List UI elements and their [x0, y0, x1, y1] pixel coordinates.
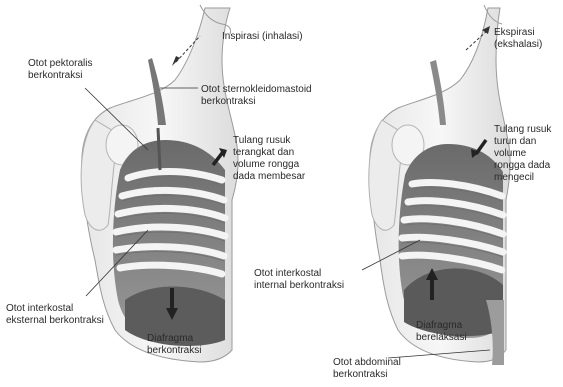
- label-sternocleidomastoid: Otot sternokleidomastoid berkontraksi: [201, 84, 312, 108]
- label-ribs-lower: Tulang rusuk turun dan volume rongga dad…: [494, 124, 551, 184]
- label-abdominal: Otot abdominal berkontraksi: [333, 357, 401, 381]
- label-internal-intercostal: Otot interkostal internal berkontraksi: [254, 268, 344, 292]
- expiration-title: Ekspirasi (ekshalasi): [494, 27, 542, 51]
- left-sternum: [158, 128, 160, 170]
- inspiration-title: Inspirasi (inhalasi): [222, 31, 303, 43]
- label-diaphragm-relaxes: Diafragma berelaksasi: [416, 320, 467, 344]
- expiration-figure: [362, 5, 510, 365]
- label-pectoralis: Otot pektoralis berkontraksi: [28, 58, 92, 82]
- label-ribs-lift: Tulang rusuk terangkat dan volume rongga…: [233, 135, 305, 183]
- label-diaphragm-contracts: Diafragma berkontraksi: [147, 333, 201, 357]
- inspiration-figure: [81, 5, 238, 362]
- label-external-intercostal: Otot interkostal eksternal berkontraksi: [6, 303, 104, 327]
